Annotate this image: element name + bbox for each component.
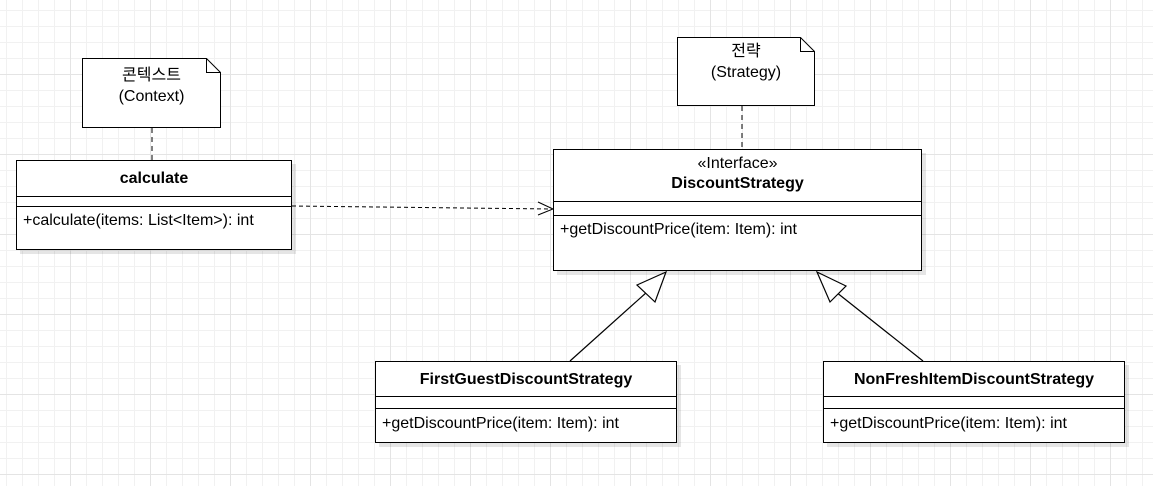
calculate-class[interactable]: calculate +calculate(items: List<Item>):… [16, 160, 292, 250]
class-header: FirstGuestDiscountStrategy [376, 362, 676, 397]
realization-line-non-fresh [835, 291, 924, 362]
discount-strategy-interface[interactable]: «Interface» DiscountStrategy +getDiscoun… [553, 149, 922, 271]
class-operations: +getDiscountPrice(item: Item): int [824, 409, 1124, 434]
class-name: DiscountStrategy [671, 175, 804, 192]
class-name: FirstGuestDiscountStrategy [419, 371, 633, 388]
realization-line-first-guest [569, 291, 648, 362]
note-shape [82, 58, 221, 128]
class-name: NonFreshItemDiscountStrategy [853, 371, 1095, 388]
operation-text: +getDiscountPrice(item: Item): int [382, 415, 619, 432]
note-shape [677, 37, 815, 106]
operation-text: +calculate(items: List<Item>): int [23, 212, 254, 229]
context-note-title: 콘텍스트 [122, 67, 181, 84]
dependency-arrow-line [291, 205, 552, 210]
class-attributes [376, 397, 676, 409]
class-operations: +getDiscountPrice(item: Item): int [376, 409, 676, 434]
first-guest-discount-strategy-class[interactable]: FirstGuestDiscountStrategy +getDiscountP… [375, 361, 677, 443]
strategy-note-subtitle: (Strategy) [710, 64, 782, 81]
non-fresh-item-discount-strategy-class[interactable]: NonFreshItemDiscountStrategy +getDiscoun… [823, 361, 1125, 443]
realization-triangle-non-fresh [815, 270, 848, 304]
class-header: calculate [17, 161, 291, 197]
class-attributes [17, 197, 291, 207]
operation-text: +getDiscountPrice(item: Item): int [560, 221, 797, 238]
class-header: NonFreshItemDiscountStrategy [824, 362, 1124, 397]
strategy-note-title: 전략 [731, 43, 761, 60]
class-operations: +getDiscountPrice(item: Item): int [554, 216, 921, 240]
class-operations: +calculate(items: List<Item>): int [17, 207, 291, 231]
context-note-subtitle: (Context) [118, 88, 185, 105]
operation-text: +getDiscountPrice(item: Item): int [830, 415, 1067, 432]
class-attributes [824, 397, 1124, 409]
strategy-note: 전략 (Strategy) [677, 37, 815, 106]
realization-triangle-first-guest [635, 270, 668, 304]
context-note: 콘텍스트 (Context) [82, 58, 221, 128]
class-attributes [554, 202, 921, 216]
class-name: calculate [119, 170, 189, 187]
class-stereotype: «Interface» [697, 155, 778, 172]
class-header: «Interface» DiscountStrategy [554, 150, 921, 202]
